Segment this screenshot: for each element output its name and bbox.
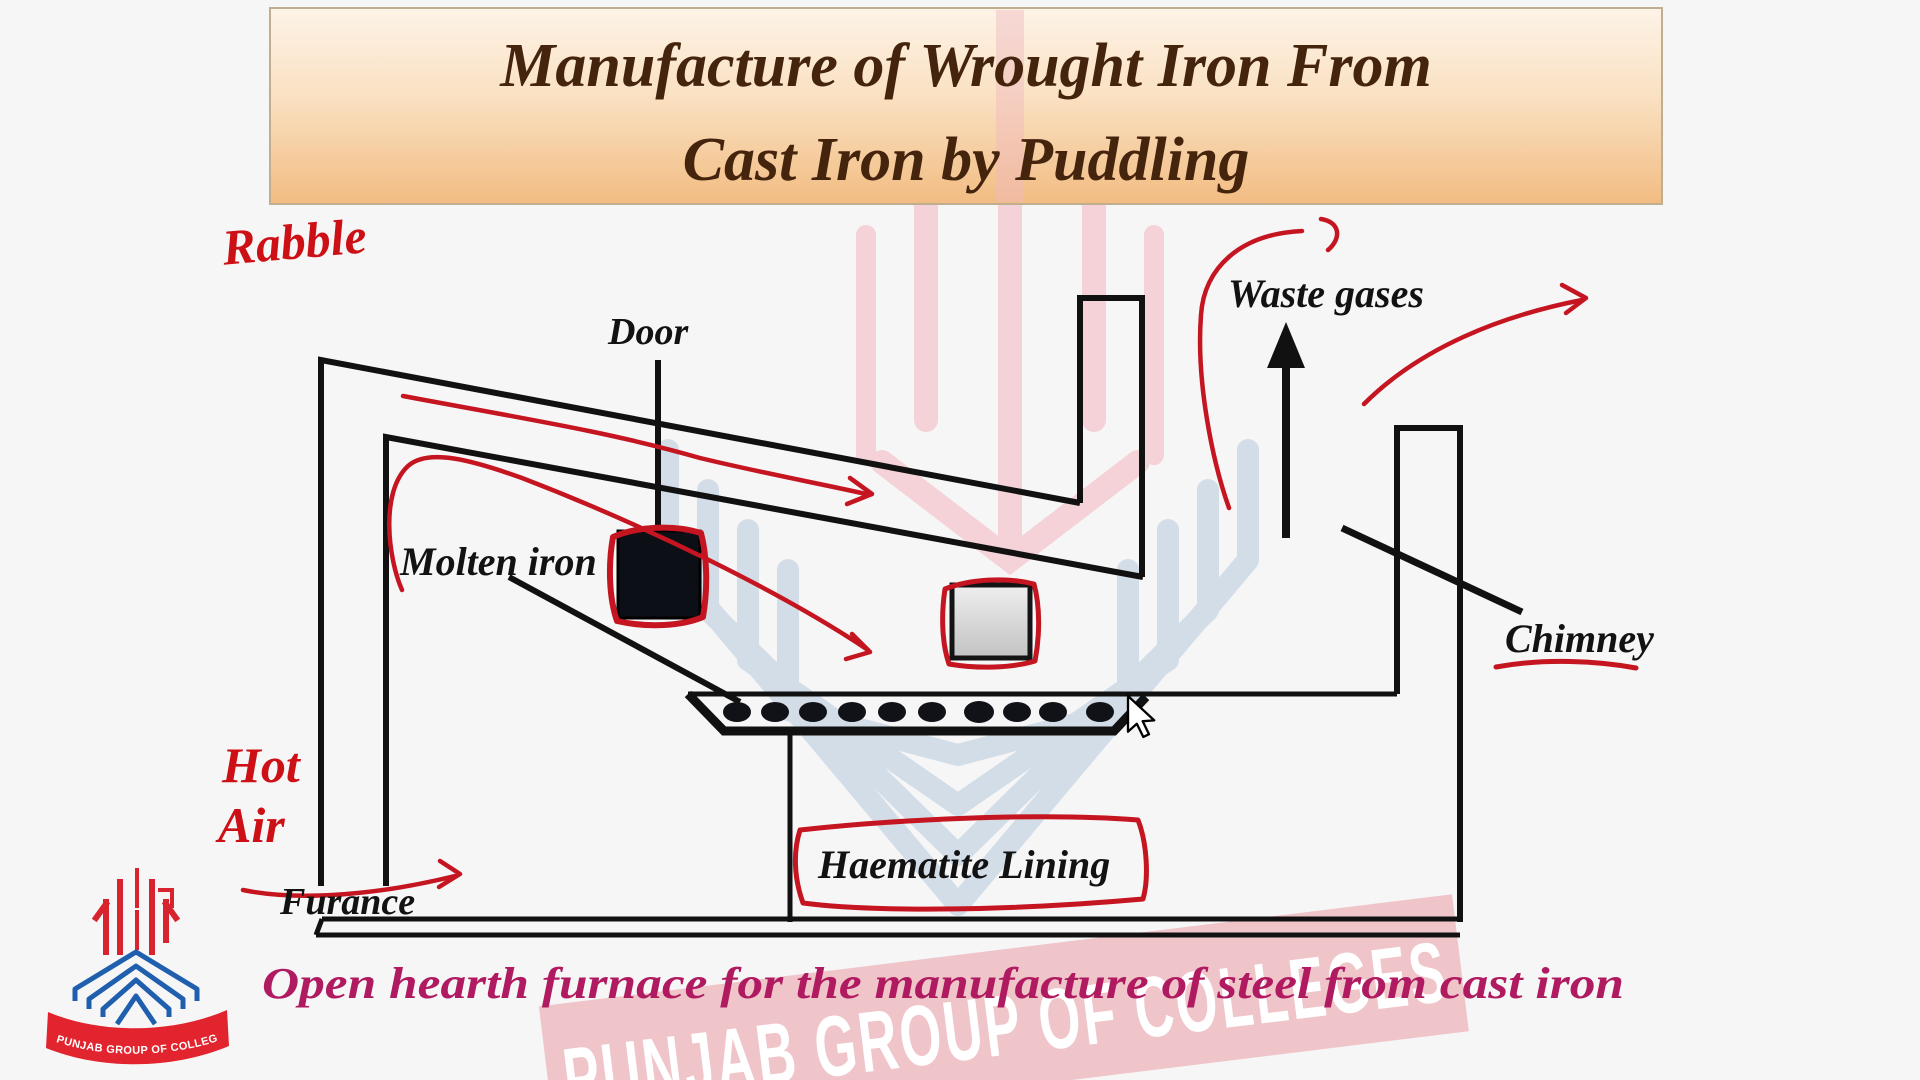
haematite-label: Haematite Lining (817, 842, 1110, 887)
waste-curve-left (1197, 228, 1305, 511)
door-label: Door (607, 311, 689, 353)
flow-line-2-arrowhead (843, 631, 873, 662)
hot-air-arrow (240, 873, 458, 898)
chimney-pointer (1340, 524, 1524, 616)
molten-iron-pointer (507, 574, 742, 705)
molten-iron-dots (723, 701, 1114, 723)
outer-wall-roof (318, 356, 1081, 886)
base-lines (313, 916, 1460, 938)
haematite-red-box (792, 814, 1149, 912)
chimney-walls (1394, 425, 1463, 922)
flow-line-2 (387, 454, 871, 653)
watermark-chevrons (657, 439, 1259, 916)
hot-air-arrowhead (436, 858, 463, 890)
flow-line-1-arrowhead (844, 475, 875, 507)
waste-gases-arrow (1267, 322, 1305, 538)
chimney-underline (1493, 658, 1639, 671)
door-block (606, 524, 710, 629)
rabble-label: Rabble (219, 207, 369, 275)
door-block-red-outline (606, 524, 710, 629)
waste-curve-right (1361, 297, 1585, 407)
waste-curve-right-arrowhead (1559, 282, 1589, 316)
inner-wall-roof (383, 433, 1144, 886)
molten-iron-label: Molten iron (399, 539, 597, 584)
slide-title-line2: Cast Iron by Puddling (683, 126, 1250, 194)
pgc-logo: PUNJAB GROUP OF COLLEGES (0, 0, 229, 1065)
pgc-logo-chevrons (72, 949, 200, 1026)
title-banner: Manufacture of Wrought Iron From Cast Ir… (269, 7, 1663, 205)
watermark-showthrough (996, 10, 1024, 202)
slide-caption: Open hearth furnace for the manufacture … (262, 959, 1624, 1008)
waste-gases-label: Waste gases (1228, 271, 1424, 316)
chimney-label: Chimney (1505, 616, 1654, 661)
furnace-label: Furance (279, 881, 415, 923)
diagram-labels: Rabble Door Waste gases Molten iron Chim… (215, 207, 1654, 923)
slide-title-line1: Manufacture of Wrought Iron From (499, 32, 1431, 100)
hot-label: Hot (221, 737, 302, 793)
air-label: Air (215, 797, 285, 853)
pgc-logo-ribbon (46, 1010, 229, 1065)
waste-curve-hook (1318, 216, 1340, 253)
mouse-cursor (1126, 694, 1156, 739)
bridge-block-red-outline (940, 577, 1042, 670)
flow-line-1 (400, 393, 869, 497)
pgc-logo-ribbon-text: PUNJAB GROUP OF COLLEGES (0, 0, 219, 1057)
red-annotations (240, 216, 1639, 912)
bridge-block (940, 577, 1042, 670)
flue-box (1077, 295, 1145, 577)
pgc-logo-tower (91, 868, 181, 955)
